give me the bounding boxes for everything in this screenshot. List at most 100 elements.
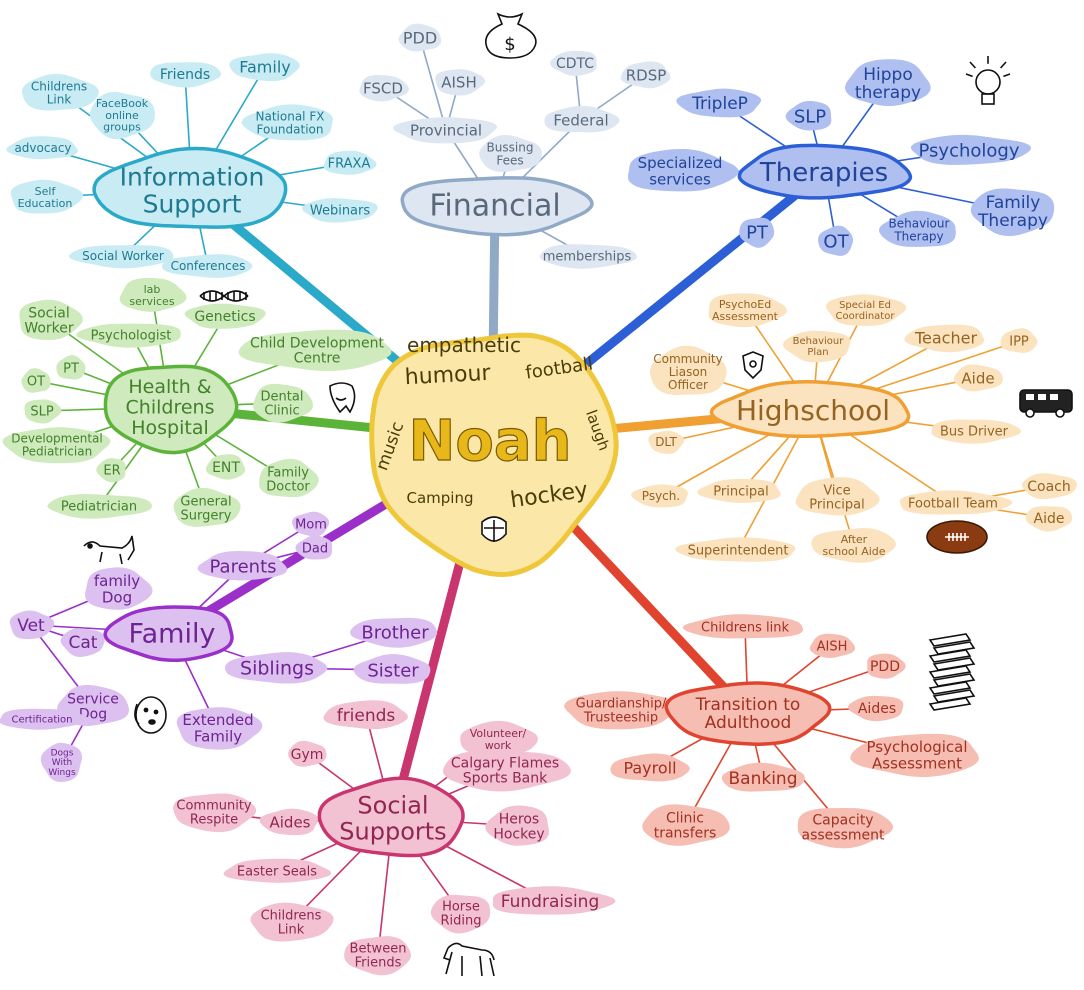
family-leaf-bubble	[225, 652, 328, 684]
financial-leaf-bubble	[479, 135, 542, 172]
dna-icon	[199, 290, 249, 302]
therapies-leaf-bubble	[970, 188, 1055, 237]
information-leaf: Webinars	[302, 198, 378, 223]
financial-hub: Financial	[400, 176, 594, 237]
financial-leaf-label: CDTC	[556, 56, 594, 72]
financial-leaf-label: Federal	[553, 111, 608, 129]
highschool-leaf: Coach	[1021, 473, 1077, 500]
highschool-hub-label: Highschool	[736, 394, 890, 427]
family-hub-bubble	[103, 605, 234, 663]
highschool-leaf-label: Psych.	[642, 489, 680, 503]
highschool-leaf: Aide	[1025, 506, 1073, 532]
tooth-icon	[329, 382, 356, 414]
health-hub-bubble	[103, 364, 239, 455]
social-leaf-bubble	[460, 720, 538, 755]
social-leaf-bubble	[288, 740, 327, 767]
family-leaf-bubble	[350, 617, 438, 648]
highschool-leaf-label: Aide	[1034, 511, 1065, 527]
health-leaf-bubble	[238, 329, 392, 371]
social-leaf-bubble	[443, 750, 571, 792]
highschool-leaf: Teacher	[904, 324, 985, 353]
information-leaf-bubble	[161, 254, 253, 278]
family-hub: Family	[103, 605, 234, 663]
therapies-leaf: PT	[739, 217, 775, 248]
health-leaf-label: Pediatrician	[61, 500, 137, 515]
highschool-leaf-bubble	[648, 430, 684, 454]
financial-leaf-bubble	[392, 117, 498, 144]
family-leaf-bubble	[197, 550, 288, 581]
therapies-leaf-bubble	[910, 134, 1032, 165]
social-leaf: Gym	[288, 740, 327, 767]
highschool-leaf: IPP	[1000, 328, 1038, 353]
information-leaf-bubble	[21, 73, 99, 111]
family-leaf-bubble	[295, 535, 333, 560]
transition-leaf-label: Banking	[729, 769, 798, 789]
transition-leaf-label: Aides	[858, 701, 896, 717]
highschool-leaf-label: Teacher	[914, 329, 977, 348]
therapies-leaf-label: TripleP	[691, 94, 748, 114]
center-name: Noah	[409, 409, 572, 474]
social-hub-bubble	[317, 776, 465, 858]
information-leaf: Family	[229, 53, 300, 82]
highschool-leaf-bubble	[899, 490, 1013, 515]
family-leaf-label: Parents	[210, 556, 277, 577]
information-leaf: Social Worker	[68, 245, 174, 269]
highschool-leaf-bubble	[931, 419, 1021, 444]
information-leaf-label: FRAXA	[328, 157, 371, 172]
family-leaf-bubble	[0, 708, 90, 730]
transition-leaf: PDD	[867, 653, 906, 679]
highschool-leaf: Psych.	[631, 484, 688, 508]
family-leaf: Sister	[353, 654, 431, 684]
family-leaf: Dad	[295, 535, 333, 560]
financial-leaf-bubble	[539, 244, 637, 269]
therapies-leaf: SLP	[785, 100, 832, 131]
information-leaf-label: Family	[239, 58, 290, 77]
transition-leaf-bubble	[721, 762, 805, 792]
financial-leaf: RDSP	[620, 61, 671, 89]
health-leaf-bubble	[24, 399, 62, 424]
health-leaf: PT	[56, 355, 86, 380]
transition-leaf-bubble	[642, 804, 730, 846]
information-leaf-bubble	[6, 136, 79, 160]
family-leaf-bubble	[353, 654, 431, 684]
information-hub-bubble	[92, 146, 288, 229]
family-leaf-label: Siblings	[240, 658, 314, 680]
transition-leaf-bubble	[848, 695, 904, 722]
social-leaf-bubble	[323, 700, 408, 730]
social-leaf: Aides	[259, 808, 319, 836]
social-leaf: Fundraising	[492, 886, 616, 915]
information-leaf: FRAXA	[323, 150, 377, 175]
social-leaf-label: friends	[337, 706, 396, 726]
health-leaf-label: OT	[27, 375, 45, 390]
family-leaf: Mom	[292, 511, 330, 537]
health-leaf-bubble	[56, 355, 86, 380]
therapies-leaf-bubble	[739, 217, 775, 248]
center-bubble	[369, 332, 619, 577]
